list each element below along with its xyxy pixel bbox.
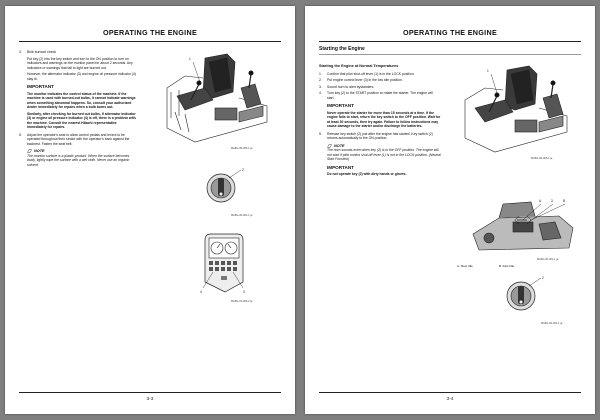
- legend-slow-idle: A. Slow Idle: [457, 264, 473, 268]
- note-heading: NOTE: [27, 149, 137, 154]
- important-body: Never operate the starter for more than …: [327, 110, 441, 129]
- caption-fig2: MA8G-00-001-1 ja: [231, 214, 253, 217]
- label-3: 3: [551, 199, 553, 203]
- label-4: 4: [200, 290, 202, 294]
- step-3: 3. Sound horn to alert bystanders.: [319, 84, 375, 89]
- key-switch-illustration: 2: [501, 272, 551, 316]
- step-1: 1. Confirm that pilot shut-off lever (1)…: [319, 71, 415, 76]
- step-4: 4. Turn key (2) to the START position to…: [319, 91, 433, 100]
- cab-seat-illustration: 1: [155, 48, 273, 146]
- label-1: 1: [189, 57, 191, 61]
- step-4-body2: However, the alternator indicator (3) an…: [27, 72, 136, 81]
- note-icon: [27, 149, 32, 153]
- important2-body: Do not operate key (2) with dirty hands …: [327, 172, 407, 176]
- caption-fig1: MA8G-05-006-1 ja: [531, 157, 553, 160]
- step-4-title: Bulb burnout check: [27, 50, 57, 54]
- step-2: 2. Put engine control lever (3) in the l…: [319, 78, 403, 82]
- label-a: A: [539, 199, 542, 203]
- important-heading: IMPORTANT: [327, 103, 354, 108]
- important2-heading: IMPORTANT: [327, 164, 354, 170]
- label-2: 2: [242, 168, 244, 172]
- note-body: The horn sounds even when key (2) is in …: [327, 148, 441, 161]
- step-4: 4. Bulb burnout check Put key (2) into t…: [19, 50, 136, 81]
- important-para1: The monitor indicates the control status…: [27, 91, 136, 110]
- page-number: 3-3: [146, 397, 154, 402]
- page-title: OPERATING THE ENGINE: [402, 28, 498, 37]
- important-heading: IMPORTANT: [27, 84, 54, 89]
- note-heading: NOTE: [327, 144, 441, 149]
- step-5-body: Adjust the operator's seat to allow cont…: [27, 132, 130, 146]
- page-number: 3-4: [446, 397, 454, 402]
- step-5: 5. Release key switch (2) just after the…: [319, 131, 433, 141]
- caption-fig3: MA8G-00-001-1 ja: [541, 322, 563, 325]
- engine-control-lever-illustration: A 3 B: [469, 194, 579, 256]
- subhead: Starting the Engine at Normal Temperatur…: [319, 64, 399, 68]
- caption-fig1: MA8G-05-006-1 ja: [231, 147, 253, 150]
- legend-fast-idle: B. Fast Idle: [499, 264, 515, 268]
- title-rule: [19, 41, 281, 42]
- title-rule: [319, 41, 581, 42]
- note-body: The monitor surface is a plastic product…: [27, 153, 130, 167]
- key-switch-illustration: 2: [201, 164, 251, 208]
- step-5: 5. Adjust the operator's seat to allow c…: [19, 133, 137, 147]
- footer-rule: [319, 392, 581, 393]
- footer-rule: [19, 392, 281, 393]
- label-3: 3: [243, 290, 245, 294]
- important-para2: Similarly, after checking for burned out…: [27, 111, 136, 130]
- monitor-panel-illustration: 4 3: [195, 230, 255, 296]
- label-b: B: [563, 199, 565, 203]
- page-title: OPERATING THE ENGINE: [102, 28, 198, 37]
- label-1: 1: [487, 69, 489, 73]
- left-page: OPERATING THE ENGINE 4. Bulb burnout che…: [5, 6, 295, 414]
- left-text-column: 4. Bulb burnout check Put key (2) into t…: [19, 50, 137, 169]
- note-icon: [327, 143, 332, 148]
- step-4-body: Put key (2) into the key switch and turn…: [27, 56, 133, 70]
- caption-fig2: MA8G-00-001-1 ja: [537, 258, 559, 261]
- label-2: 2: [542, 276, 544, 280]
- caption-fig3: MA8G-01-006-2 ja: [231, 300, 253, 303]
- right-page: OPERATING THE ENGINE Starting the Engine…: [305, 6, 595, 414]
- right-text-column: Starting the Engine at Normal Temperatur…: [319, 62, 441, 179]
- section-title: Starting the Engine: [319, 46, 581, 55]
- cab-seat-illustration: 1: [455, 62, 573, 156]
